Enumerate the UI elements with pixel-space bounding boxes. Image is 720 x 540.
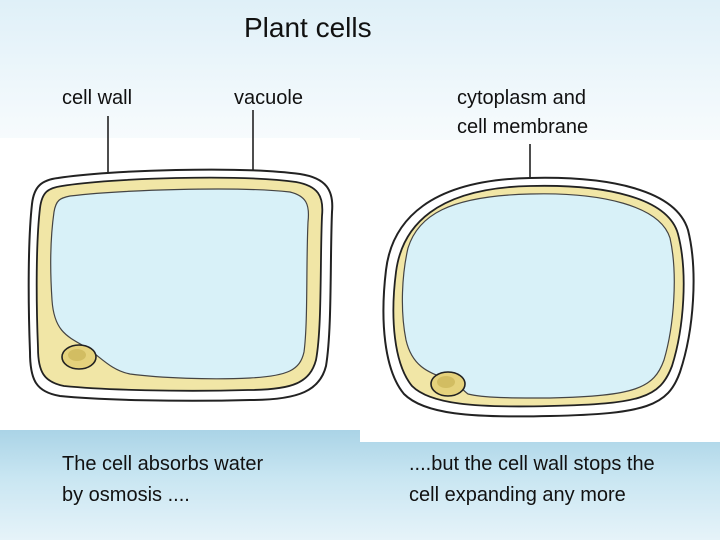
nucleus-shading-right — [437, 376, 455, 388]
nucleus-shading — [68, 349, 86, 361]
bottom-background-band — [0, 428, 720, 540]
caption-left-line2: by osmosis .... — [62, 484, 190, 506]
caption-right-line2: cell expanding any more — [409, 484, 626, 506]
title-text: Plant cells — [244, 12, 372, 43]
label-vacuole: vacuole — [234, 87, 303, 109]
vacuole-right — [401, 193, 675, 399]
full-cell-diagram — [382, 144, 695, 418]
caption-right: ....but the cell wall stops the cell expa… — [409, 449, 655, 511]
turgid-cell-diagram — [27, 110, 334, 402]
top-background-band — [0, 0, 720, 140]
caption-right-line1: ....but the cell wall stops the — [409, 453, 655, 475]
caption-left: The cell absorbs water by osmosis .... — [62, 449, 263, 511]
label-cell-wall: cell wall — [62, 87, 133, 109]
label-cytoplasm-line1: cytoplasm and — [457, 87, 586, 109]
label-cytoplasm-line2: cell membrane — [457, 116, 589, 138]
vacuole — [50, 188, 310, 380]
caption-left-line1: The cell absorbs water — [62, 453, 264, 475]
